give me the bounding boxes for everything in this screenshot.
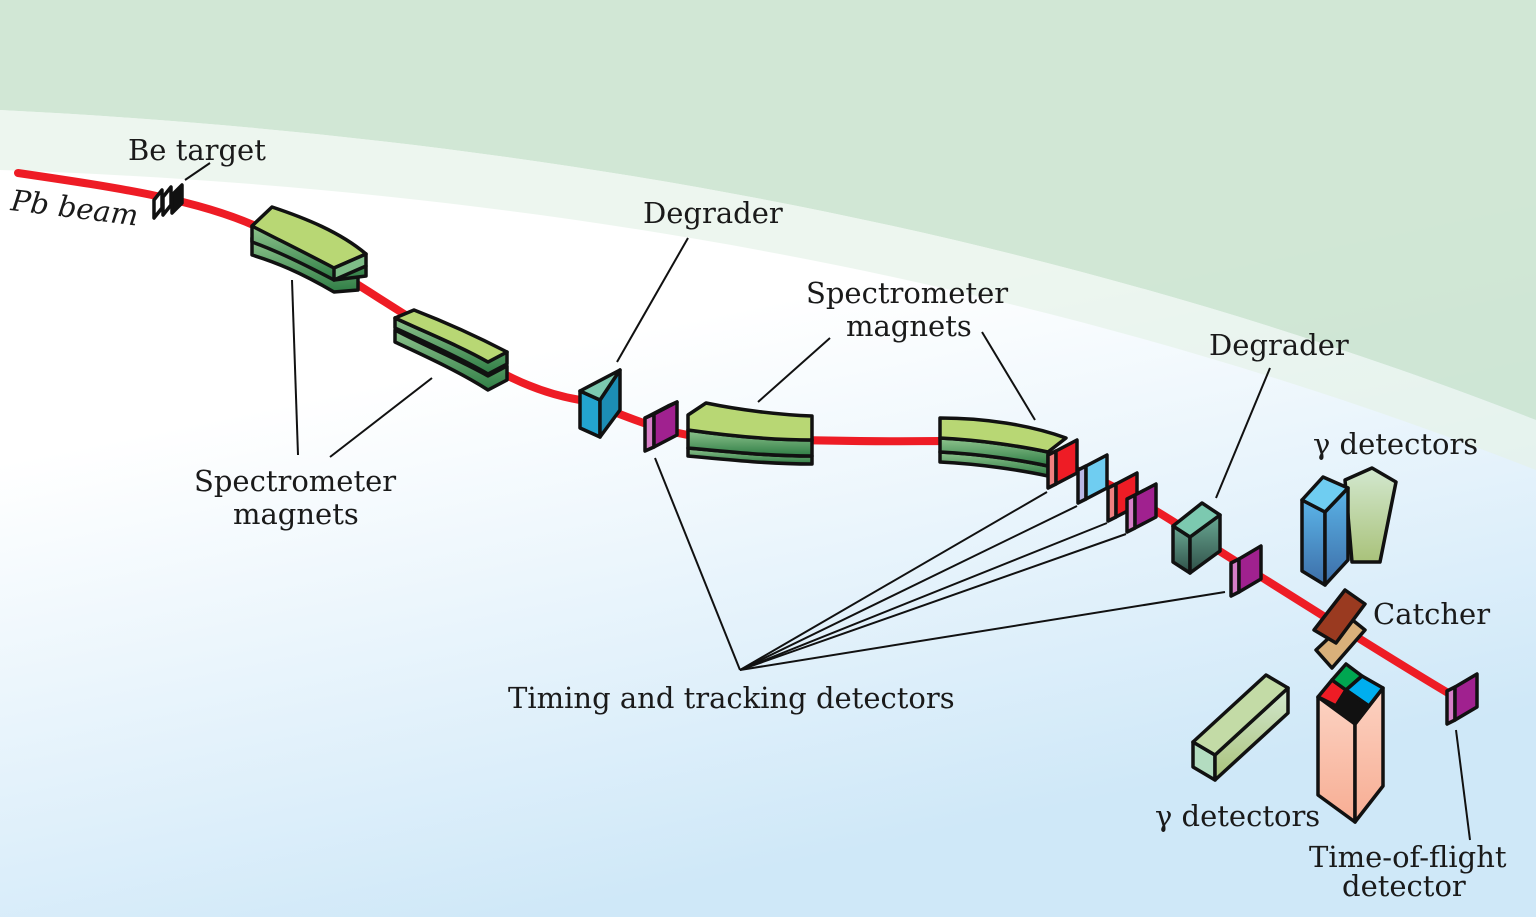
spectrometer-magnet-2 bbox=[393, 308, 509, 392]
label-gamma-detectors-bottom: γ detectors bbox=[1155, 799, 1320, 833]
leader-tof bbox=[1455, 729, 1471, 841]
leader-timing-fan bbox=[654, 457, 1226, 671]
spectrometer-magnet-1 bbox=[250, 205, 368, 294]
degrader-1 bbox=[578, 368, 622, 439]
timing-detector-purple-3 bbox=[1229, 544, 1263, 598]
timing-detector-1 bbox=[643, 400, 679, 453]
label-catcher: Catcher bbox=[1373, 597, 1490, 631]
label-spectrometer-magnets-1-line1: Spectrometer bbox=[194, 464, 396, 498]
gamma-detector-bottom-green bbox=[1191, 673, 1290, 782]
leader-lines bbox=[184, 162, 1471, 841]
gamma-detector-top-green bbox=[1343, 466, 1398, 564]
leader-magnet-3 bbox=[757, 337, 831, 403]
label-degrader-1: Degrader bbox=[643, 196, 783, 230]
label-gamma-detectors-top: γ detectors bbox=[1313, 427, 1478, 461]
background-band-top bbox=[0, 0, 1536, 420]
leader-magnet-1 bbox=[291, 279, 299, 456]
label-degrader-2: Degrader bbox=[1209, 328, 1349, 362]
label-be-target: Be target bbox=[128, 133, 266, 167]
label-tof-line2: detector bbox=[1342, 869, 1466, 903]
timing-detector-purple-2 bbox=[1125, 482, 1158, 534]
background-band-fade bbox=[0, 110, 1536, 470]
label-spectrometer-magnets-2-line2: magnets bbox=[846, 309, 972, 343]
time-of-flight-detector bbox=[1445, 672, 1479, 726]
gamma-detector-top-blue bbox=[1300, 475, 1350, 587]
label-tof-line1: Time-of-flight bbox=[1309, 840, 1507, 874]
label-spectrometer-magnets-2-line1: Spectrometer bbox=[806, 276, 1008, 310]
gamma-detector-segmented-tower bbox=[1316, 662, 1385, 824]
spectrometer-magnet-4 bbox=[938, 416, 1068, 478]
label-timing-tracking: Timing and tracking detectors bbox=[508, 681, 955, 715]
leader-magnet-2 bbox=[329, 377, 433, 458]
catcher bbox=[1312, 588, 1367, 670]
spectrometer-magnet-3 bbox=[686, 401, 814, 466]
be-target bbox=[152, 183, 184, 220]
leader-be-target bbox=[184, 162, 211, 181]
leader-degrader-1 bbox=[616, 237, 689, 363]
leader-degrader-2 bbox=[1215, 367, 1271, 499]
leader-magnet-4 bbox=[981, 331, 1036, 421]
label-spectrometer-magnets-1-line2: magnets bbox=[233, 497, 359, 531]
degrader-2 bbox=[1171, 501, 1222, 575]
